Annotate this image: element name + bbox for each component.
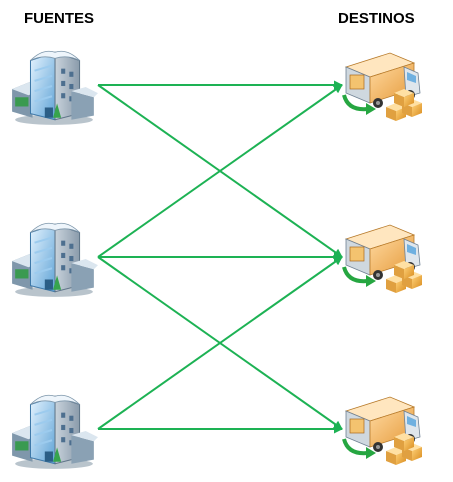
connection-arrow xyxy=(97,84,343,258)
connection-arrow xyxy=(97,256,343,430)
sources-header: FUENTES xyxy=(24,10,95,27)
delivery-truck-icon xyxy=(344,53,422,121)
delivery-truck-icon xyxy=(344,225,422,293)
destinations-header: DESTINOS xyxy=(338,10,415,27)
office-building-icon xyxy=(11,394,99,470)
delivery-truck-icon xyxy=(344,397,422,465)
connections-layer xyxy=(97,80,343,434)
office-building-icon xyxy=(11,50,99,126)
office-building-icon xyxy=(11,222,99,298)
nodes-layer xyxy=(11,50,422,470)
